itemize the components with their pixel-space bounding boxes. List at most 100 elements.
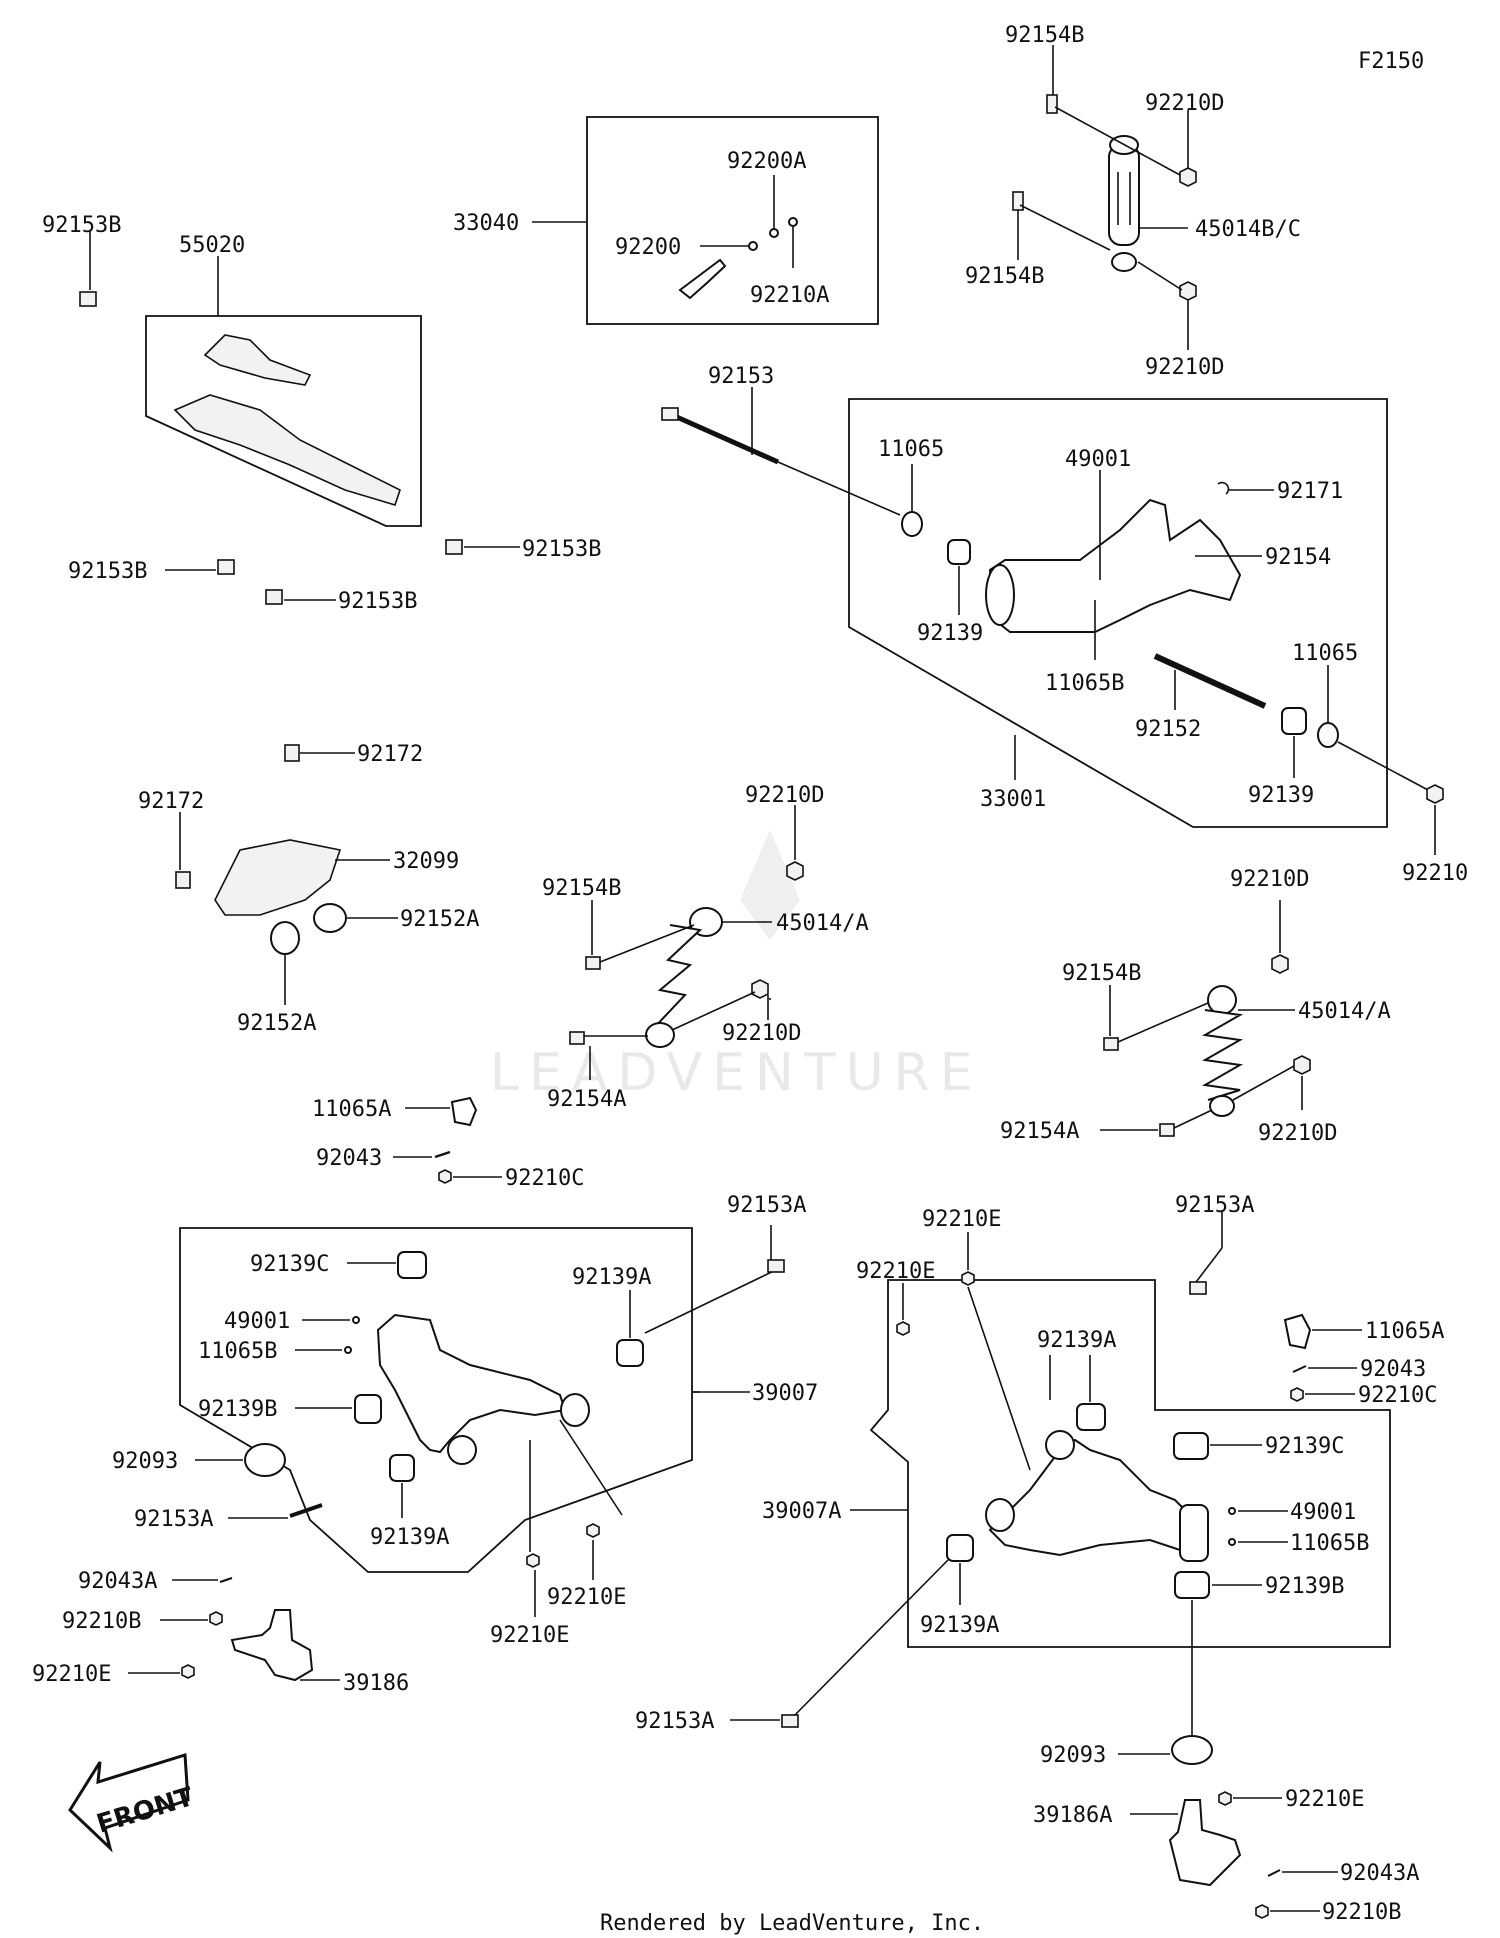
right-shock-eye-bottom — [1209, 1095, 1235, 1117]
bracket-32099 — [214, 839, 342, 916]
box-33040 — [586, 116, 879, 325]
label-49001-3: 49001 — [1290, 1500, 1356, 1525]
nut-92210D-3 — [786, 861, 804, 881]
label-92171: 92171 — [1277, 479, 1343, 504]
label-92153A-2: 92153A — [134, 1507, 213, 1532]
box-33001 — [848, 398, 1388, 828]
label-92210C-1: 92210C — [505, 1166, 584, 1191]
bolt-92154B-2 — [1012, 191, 1024, 211]
label-92139B-1: 92139B — [198, 1397, 277, 1422]
label-92210B-1: 92210B — [62, 1609, 141, 1634]
label-92154B-4: 92154B — [1062, 961, 1141, 986]
bushing-92139B-1 — [354, 1394, 382, 1424]
left-shock-eye-bottom — [645, 1022, 675, 1048]
nut-92210D-4 — [751, 979, 769, 999]
nut-92210C-1 — [438, 1169, 452, 1184]
label-11065B-3: 11065B — [1290, 1531, 1369, 1556]
nut-92210B-1 — [209, 1611, 223, 1626]
right-shock-group — [1100, 900, 1311, 1137]
bushing-92139A-1 — [616, 1339, 644, 1367]
label-92210E-4: 92210E — [922, 1207, 1001, 1232]
top-shock-body — [1108, 144, 1140, 246]
label-92210D-5: 92210D — [1230, 867, 1309, 892]
bushing-92152A-2 — [270, 921, 300, 955]
washer-11065-2 — [1317, 722, 1339, 748]
diagram-code: F2150 — [1358, 49, 1424, 74]
label-45014A-1: 45014/A — [776, 911, 869, 936]
label-92152A-2: 92152A — [237, 1011, 316, 1036]
label-49001-1: 49001 — [1065, 447, 1131, 472]
label-11065B-2: 11065B — [198, 1339, 277, 1364]
label-92210D-2: 92210D — [1145, 355, 1224, 380]
label-92154B-3: 92154B — [542, 876, 621, 901]
key-33040 — [678, 258, 727, 300]
label-92200A: 92200A — [727, 149, 806, 174]
bolt-92172-1 — [284, 744, 300, 762]
bushing-92139C-1 — [397, 1251, 427, 1279]
label-92139A-1: 92139A — [572, 1265, 651, 1290]
bolt-92154B-top — [1046, 94, 1058, 114]
a-arm-39007A — [988, 1438, 1202, 1557]
nut-92210D-2 — [1179, 281, 1197, 301]
bushing-92139B-2 — [1174, 1571, 1210, 1599]
label-92172-2: 92172 — [138, 789, 204, 814]
nut-92210E-6 — [1218, 1791, 1232, 1806]
nut-92210D-6 — [1293, 1055, 1311, 1075]
label-39007: 39007 — [752, 1381, 818, 1406]
knuckle-39186A — [1168, 1799, 1242, 1887]
label-92153B-3: 92153B — [68, 559, 147, 584]
nut-92210B-2 — [1255, 1904, 1269, 1919]
front-arrow: FRONT — [68, 1753, 197, 1853]
seal-92093-1 — [244, 1443, 286, 1477]
label-11065A-1: 11065A — [312, 1097, 391, 1122]
bushing-92139A-4 — [946, 1534, 974, 1562]
left-shock-group — [569, 805, 804, 1080]
bolt-92154A-2 — [1159, 1123, 1175, 1137]
label-92152: 92152 — [1135, 717, 1201, 742]
label-92210D-top: 92210D — [1145, 91, 1224, 116]
bolt-92153B-3 — [217, 559, 235, 575]
nut-92210 — [1426, 784, 1444, 804]
label-92210D-6: 92210D — [1258, 1121, 1337, 1146]
label-92139C-1: 92139C — [250, 1252, 329, 1277]
bolt-92153A-3 — [1189, 1281, 1207, 1295]
label-92139A-2: 92139A — [370, 1525, 449, 1550]
bolt-92153B-1 — [79, 291, 97, 307]
label-92153A-3: 92153A — [1175, 1193, 1254, 1218]
right-shock-spring — [1201, 1009, 1244, 1101]
clip-92171 — [1217, 481, 1230, 495]
nut-92210E-2 — [586, 1523, 600, 1538]
label-92043A-2: 92043A — [1340, 1861, 1419, 1886]
washer-11065-1 — [901, 511, 923, 537]
label-92210C-2: 92210C — [1358, 1383, 1437, 1408]
bolt-92154B-3 — [585, 956, 601, 970]
label-92043A-1: 92043A — [78, 1569, 157, 1594]
label-92153A-4: 92153A — [635, 1709, 714, 1734]
label-92210E-1: 92210E — [547, 1585, 626, 1610]
nut-92210D-top — [1179, 167, 1197, 187]
bushing-92139A-3 — [1076, 1403, 1106, 1431]
label-92139C-2: 92139C — [1265, 1434, 1344, 1459]
nut-92210E-4 — [961, 1271, 975, 1286]
box-39007A — [869, 1279, 1391, 1648]
label-92210A: 92210A — [750, 283, 829, 308]
label-92139-1: 92139 — [917, 621, 983, 646]
bolt-92154B-4 — [1103, 1037, 1119, 1051]
nut-92210E-3 — [181, 1664, 195, 1679]
bolt-92172-2 — [175, 871, 191, 889]
bushing-92139C-2 — [1173, 1432, 1209, 1460]
a-arm-bushing-rear — [447, 1435, 477, 1465]
nut-92210D-5 — [1271, 954, 1289, 974]
box-39007 — [179, 1227, 693, 1573]
bolt-92153B-2 — [445, 539, 463, 555]
bushing-92152A-1 — [313, 903, 347, 933]
label-92043-2: 92043 — [1360, 1357, 1426, 1382]
label-92210E-3: 92210E — [32, 1662, 111, 1687]
a-arm-a-bushing-rear — [1045, 1430, 1075, 1460]
label-11065A-2: 11065A — [1365, 1319, 1444, 1344]
label-92154B-top: 92154B — [1005, 23, 1084, 48]
nut-92210E-5 — [896, 1321, 910, 1336]
label-49001-2: 49001 — [224, 1309, 290, 1334]
label-92210D-3: 92210D — [745, 783, 824, 808]
label-45014A-2: 45014/A — [1298, 999, 1391, 1024]
